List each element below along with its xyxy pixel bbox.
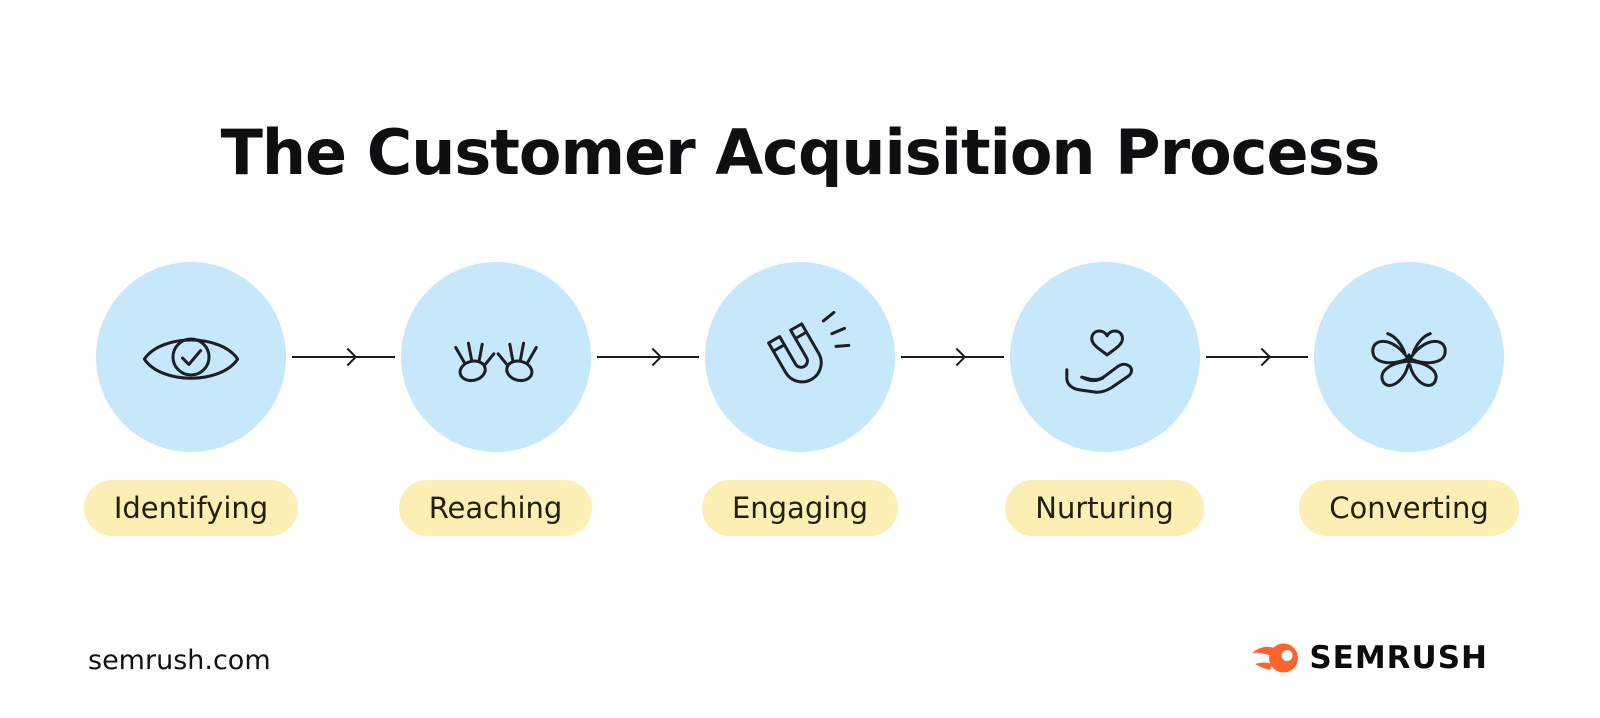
arrow-line bbox=[901, 347, 1004, 367]
process-flow: Identifying bbox=[0, 262, 1600, 536]
flow-arrow bbox=[286, 262, 401, 452]
arrow-head-icon bbox=[1252, 347, 1272, 367]
eye-check-icon bbox=[138, 304, 244, 410]
step-identifying: Identifying bbox=[83, 262, 299, 536]
hands-reaching-icon bbox=[443, 304, 549, 410]
step-nurturing: Nurturing bbox=[1005, 262, 1204, 536]
step-circle bbox=[96, 262, 286, 452]
step-label: Engaging bbox=[701, 480, 899, 536]
arrow-line bbox=[596, 347, 699, 367]
flow-arrow bbox=[895, 262, 1010, 452]
brand-logo: SEMRUSH bbox=[1251, 640, 1488, 676]
butterfly-icon bbox=[1356, 304, 1462, 410]
arrow-line bbox=[292, 347, 395, 367]
brand-wordmark: SEMRUSH bbox=[1309, 640, 1488, 676]
flow-arrow bbox=[1200, 262, 1315, 452]
arrow-head-icon bbox=[948, 347, 967, 367]
page-title: The Customer Acquisition Process bbox=[220, 115, 1381, 189]
magnet-icon bbox=[747, 304, 853, 410]
flow-arrow bbox=[591, 262, 706, 452]
arrow-head-icon bbox=[643, 347, 663, 367]
step-label: Identifying bbox=[83, 480, 299, 536]
arrow-head-icon bbox=[339, 347, 358, 367]
step-circle bbox=[705, 262, 895, 452]
step-converting: Converting bbox=[1299, 262, 1519, 536]
step-circle bbox=[1009, 262, 1200, 452]
step-label: Reaching bbox=[398, 480, 593, 536]
semrush-flame-icon bbox=[1252, 643, 1299, 673]
step-label: Converting bbox=[1299, 480, 1519, 536]
step-circle bbox=[1314, 262, 1504, 452]
step-circle bbox=[400, 262, 591, 452]
website-url: semrush.com bbox=[88, 645, 271, 676]
step-reaching: Reaching bbox=[398, 262, 593, 536]
hand-heart-icon bbox=[1052, 304, 1158, 410]
arrow-line bbox=[1205, 347, 1308, 367]
step-engaging: Engaging bbox=[701, 262, 899, 536]
step-label: Nurturing bbox=[1005, 480, 1204, 536]
